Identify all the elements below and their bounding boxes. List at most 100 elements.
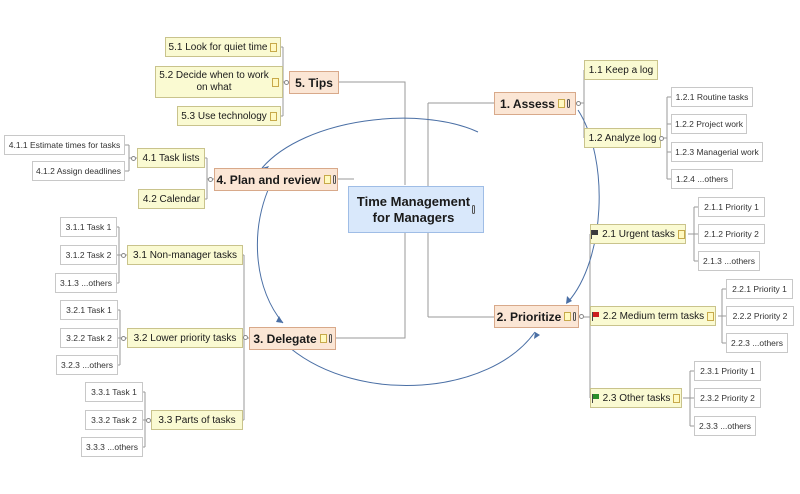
collapse-toggle[interactable] — [121, 253, 126, 258]
leaf-urgent-priority-1[interactable]: 2.1.1 Priority 1 — [698, 197, 765, 217]
leaf-parts-task-1[interactable]: 3.3.1 Task 1 — [85, 382, 143, 402]
central-topic[interactable]: Time Management for Managers — [348, 186, 484, 233]
note-icon[interactable] — [673, 393, 681, 403]
subtopic-quiet-time[interactable]: 5.1 Look for quiet time — [165, 37, 281, 57]
leaf-assign-deadlines[interactable]: 4.1.2 Assign deadlines — [32, 161, 125, 181]
central-topic-line1: Time Management — [356, 193, 471, 209]
topic-assess[interactable]: 1. Assess — [494, 92, 576, 115]
leaf-label: 3.1.3 ...others — [60, 278, 112, 288]
note-icon[interactable] — [269, 111, 277, 121]
leaf-label: 2.3.3 ...others — [699, 421, 751, 431]
subtopic-quiet-label: 5.1 Look for quiet time — [168, 41, 268, 53]
attachment-icon[interactable] — [328, 334, 332, 343]
note-icon[interactable] — [270, 42, 278, 52]
collapse-toggle[interactable] — [579, 314, 584, 319]
subtopic-task-lists-label: 4.1 Task lists — [142, 152, 200, 164]
leaf-label: 2.2.1 Priority 1 — [732, 284, 787, 294]
attachment-icon[interactable] — [573, 312, 577, 321]
subtopic-analyze-log-label: 1.2 Analyze log — [588, 132, 657, 144]
topic-delegate[interactable]: 3. Delegate — [249, 327, 336, 350]
subtopic-use-technology[interactable]: 5.3 Use technology — [177, 106, 281, 126]
collapse-toggle[interactable] — [284, 80, 289, 85]
leaf-lower-task-2[interactable]: 3.2.2 Task 2 — [60, 328, 118, 348]
note-icon[interactable] — [323, 175, 331, 184]
leaf-medium-priority-2[interactable]: 2.2.2 Priority 2 — [726, 306, 794, 326]
leaf-lower-others[interactable]: 3.2.3 ...others — [56, 355, 118, 375]
subtopic-medium-label: 2.2 Medium term tasks — [602, 310, 705, 322]
topic-assess-label: 1. Assess — [500, 96, 555, 111]
leaf-non-manager-task-2[interactable]: 3.1.2 Task 2 — [60, 245, 117, 265]
attachment-icon[interactable] — [332, 175, 336, 184]
subtopic-lower-label: 3.2 Lower priority tasks — [133, 332, 237, 344]
attachment-icon[interactable] — [472, 205, 476, 214]
note-icon[interactable] — [677, 229, 685, 239]
subtopic-parts-label: 3.3 Parts of tasks — [158, 414, 236, 426]
leaf-lower-task-1[interactable]: 3.2.1 Task 1 — [60, 300, 118, 320]
note-icon[interactable] — [271, 77, 279, 87]
subtopic-lower-priority-tasks[interactable]: 3.2 Lower priority tasks — [127, 328, 243, 348]
leaf-label: 4.1.1 Estimate times for tasks — [8, 140, 121, 150]
leaf-label: 2.1.2 Priority 2 — [704, 229, 759, 239]
leaf-routine-tasks[interactable]: 1.2.1 Routine tasks — [671, 87, 753, 107]
leaf-label: 3.2.3 ...others — [61, 360, 113, 370]
subtopic-calendar[interactable]: 4.2 Calendar — [138, 189, 205, 209]
subtopic-non-manager-tasks[interactable]: 3.1 Non-manager tasks — [127, 245, 243, 265]
subtopic-analyze-log[interactable]: 1.2 Analyze log — [584, 128, 661, 148]
collapse-toggle[interactable] — [208, 177, 213, 182]
leaf-label: 3.3.1 Task 1 — [91, 387, 137, 397]
leaf-medium-priority-1[interactable]: 2.2.1 Priority 1 — [726, 279, 793, 299]
leaf-analyze-others[interactable]: 1.2.4 ...others — [671, 169, 733, 189]
collapse-toggle[interactable] — [131, 156, 136, 161]
note-icon[interactable] — [319, 334, 327, 343]
leaf-urgent-priority-2[interactable]: 2.1.2 Priority 2 — [698, 224, 765, 244]
subtopic-other-tasks[interactable]: 2.3 Other tasks — [590, 388, 682, 408]
subtopic-calendar-label: 4.2 Calendar — [142, 193, 201, 205]
leaf-parts-task-2[interactable]: 3.3.2 Task 2 — [85, 410, 143, 430]
relationship-arc-prioritize-plan — [261, 117, 479, 169]
leaf-label: 3.3.2 Task 2 — [91, 415, 137, 425]
leaf-non-manager-others[interactable]: 3.1.3 ...others — [55, 273, 117, 293]
leaf-managerial-work[interactable]: 1.2.3 Managerial work — [671, 142, 763, 162]
note-icon[interactable] — [707, 311, 715, 321]
collapse-toggle[interactable] — [146, 418, 151, 423]
leaf-label: 1.2.1 Routine tasks — [675, 92, 749, 102]
topic-tips[interactable]: 5. Tips — [289, 71, 339, 94]
subtopic-parts-of-tasks[interactable]: 3.3 Parts of tasks — [151, 410, 243, 430]
leaf-non-manager-task-1[interactable]: 3.1.1 Task 1 — [60, 217, 117, 237]
collapse-toggle[interactable] — [121, 336, 126, 341]
note-icon[interactable] — [557, 99, 565, 108]
relationship-arc-delegate-prioritize — [289, 331, 536, 387]
subtopic-medium-term-tasks[interactable]: 2.2 Medium term tasks — [590, 306, 716, 326]
subtopic-decide-when[interactable]: 5.2 Decide when to work on what — [155, 66, 283, 98]
collapse-toggle[interactable] — [576, 101, 581, 106]
leaf-urgent-others[interactable]: 2.1.3 ...others — [698, 251, 760, 271]
topic-delegate-label: 3. Delegate — [253, 331, 317, 346]
leaf-medium-others[interactable]: 2.2.3 ...others — [726, 333, 788, 353]
leaf-project-work[interactable]: 1.2.2 Project work — [671, 114, 747, 134]
collapse-toggle[interactable] — [659, 136, 664, 141]
topic-prioritize-label: 2. Prioritize — [496, 309, 562, 324]
topic-prioritize[interactable]: 2. Prioritize — [494, 305, 579, 328]
subtopic-keep-log-label: 1.1 Keep a log — [588, 64, 654, 76]
leaf-label: 2.1.3 ...others — [703, 256, 755, 266]
subtopic-technology-label: 5.3 Use technology — [181, 110, 267, 122]
note-icon[interactable] — [564, 312, 572, 321]
leaf-other-others[interactable]: 2.3.3 ...others — [694, 416, 756, 436]
subtopic-task-lists[interactable]: 4.1 Task lists — [137, 148, 205, 168]
attachment-icon[interactable] — [566, 99, 570, 108]
leaf-label: 3.1.1 Task 1 — [65, 222, 112, 232]
subtopic-urgent-tasks[interactable]: 2.1 Urgent tasks — [590, 224, 686, 244]
leaf-label: 2.2.2 Priority 2 — [732, 311, 788, 321]
topic-tips-label: 5. Tips — [295, 75, 333, 90]
leaf-parts-others[interactable]: 3.3.3 ...others — [81, 437, 143, 457]
leaf-label: 3.1.2 Task 2 — [65, 250, 112, 260]
subtopic-keep-log[interactable]: 1.1 Keep a log — [584, 60, 658, 80]
leaf-other-priority-1[interactable]: 2.3.1 Priority 1 — [694, 361, 761, 381]
topic-plan-and-review[interactable]: 4. Plan and review — [214, 168, 338, 191]
leaf-other-priority-2[interactable]: 2.3.2 Priority 2 — [694, 388, 761, 408]
leaf-estimate-times[interactable]: 4.1.1 Estimate times for tasks — [4, 135, 125, 155]
collapse-toggle[interactable] — [243, 335, 248, 340]
subtopic-other-label: 2.3 Other tasks — [602, 392, 671, 404]
topic-plan-label: 4. Plan and review — [216, 172, 321, 187]
subtopic-decide-line1: 5.2 Decide when to work — [159, 70, 269, 81]
